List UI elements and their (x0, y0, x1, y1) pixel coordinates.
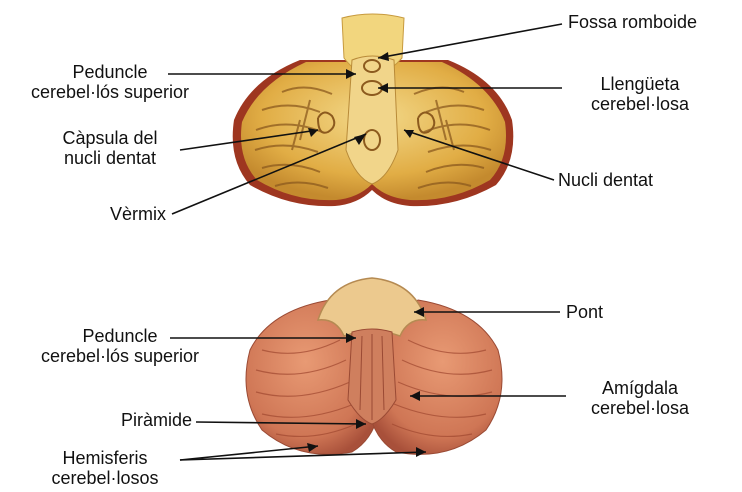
cerebellum-cross-section (233, 14, 514, 206)
label-piramide: Piràmide (50, 410, 192, 430)
label-hemisferis-line1: Hemisferis (30, 448, 180, 468)
vermis-core (346, 56, 398, 184)
label-peduncle-bottom-line1: Peduncle (10, 326, 230, 346)
label-capsula-line2: nucli dentat (40, 148, 180, 168)
label-amigdala-line1: Amígdala (560, 378, 720, 398)
label-llengueta-line1: Llengüeta (560, 74, 720, 94)
label-pont: Pont (566, 302, 603, 322)
label-peduncle-top-line1: Peduncle (10, 62, 210, 82)
label-hemisferis-line2: cerebel·losos (30, 468, 180, 488)
label-fossa-romboide: Fossa romboide (568, 12, 697, 32)
label-capsula-line1: Càpsula del (40, 128, 180, 148)
label-peduncle-bottom-line2: cerebel·lós superior (10, 346, 230, 366)
label-vermix: Vèrmix (60, 204, 166, 224)
label-peduncle-top-line2: cerebel·lós superior (10, 82, 210, 102)
leader-fossa-romboide (378, 24, 562, 58)
label-nucli-dentat: Nucli dentat (558, 170, 653, 190)
label-amigdala-line2: cerebel·losa (560, 398, 720, 418)
label-llengueta-line2: cerebel·losa (560, 94, 720, 114)
cerebellum-external-view (246, 278, 502, 454)
